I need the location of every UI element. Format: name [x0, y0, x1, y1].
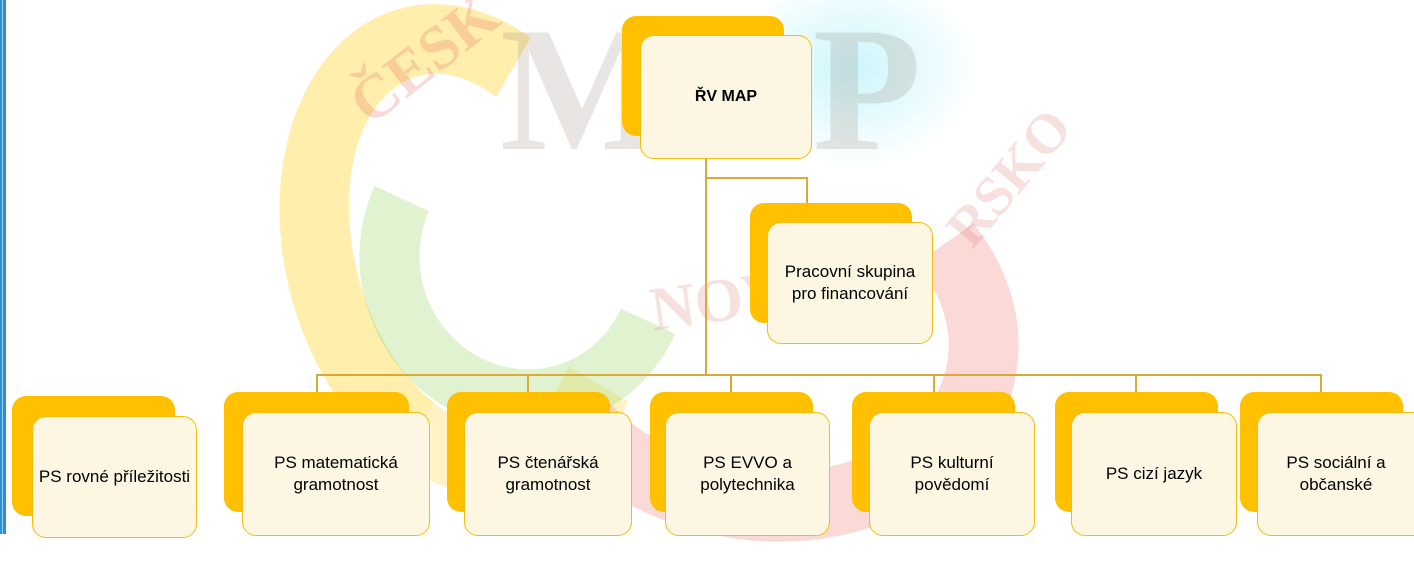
node-label: PS matematická gramotnost: [274, 452, 398, 494]
watermark-text-right: RSKO: [934, 97, 1085, 259]
connector-bus: [316, 374, 1322, 376]
connector-drop-4: [933, 374, 935, 394]
node-label: PS EVVO a polytechnika: [700, 452, 795, 494]
node-rovne-prilezitosti: PS rovné příležitosti: [12, 396, 202, 538]
node-kulturni-povedomi: PS kulturní povědomí: [852, 392, 1035, 536]
node-label: PS čtenářská gramotnost: [497, 452, 599, 494]
connector-drop-3: [730, 374, 732, 394]
root-node: ŘV MAP: [622, 16, 812, 160]
connector-side-drop: [806, 177, 808, 203]
side-node-finance: Pracovní skupina pro financování: [750, 203, 933, 344]
node-label: PS cizí jazyk: [1105, 463, 1203, 483]
side-node-label: Pracovní skupina pro financování: [784, 261, 916, 303]
node-socialni-obcanske: PS sociální a občanské: [1240, 392, 1414, 536]
connector-root-trunk: [705, 158, 707, 374]
connector-drop-5: [1135, 374, 1137, 394]
node-cizi-jazyk: PS cizí jazyk: [1055, 392, 1237, 536]
node-label: PS kulturní povědomí: [910, 452, 994, 494]
connector-drop-2: [527, 374, 529, 394]
left-edge-bar: [0, 0, 6, 534]
watermark-text-top: ČESK: [336, 0, 512, 138]
node-label: PS sociální a občanské: [1286, 452, 1386, 494]
connector-side-branch: [705, 177, 808, 179]
root-node-label: ŘV MAP: [694, 87, 758, 105]
node-label: PS rovné příležitosti: [38, 466, 191, 486]
node-ctenarska-gramotnost: PS čtenářská gramotnost: [447, 392, 632, 536]
connector-drop-6: [1320, 374, 1322, 394]
node-matematicka-gramotnost: PS matematická gramotnost: [224, 392, 430, 536]
connector-drop-1: [316, 374, 318, 394]
node-evvo-polytechnika: PS EVVO a polytechnika: [650, 392, 830, 536]
